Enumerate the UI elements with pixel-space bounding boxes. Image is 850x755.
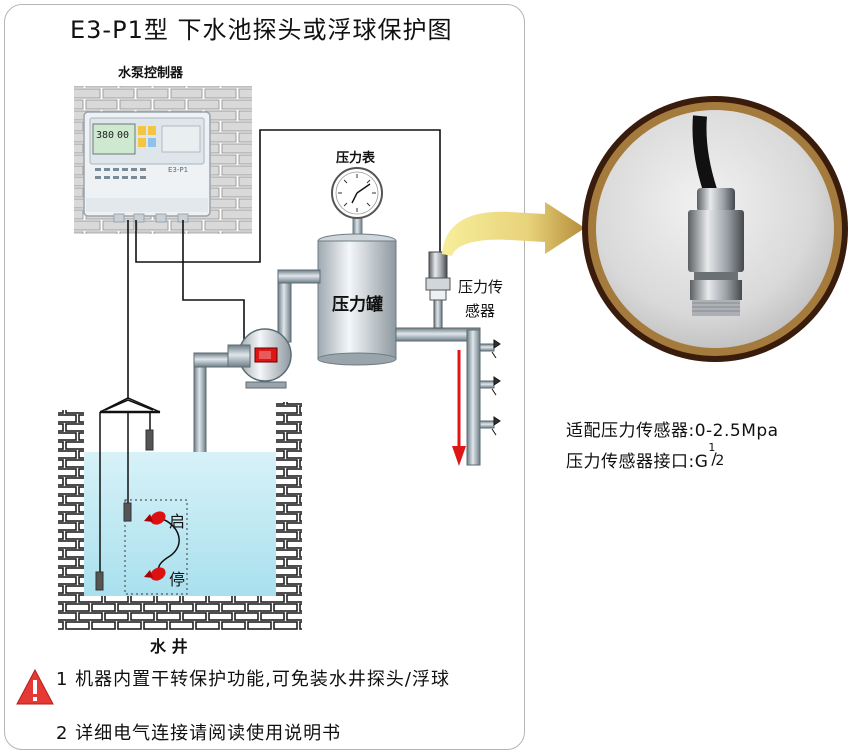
controller-label: 水泵控制器 [118,66,184,81]
note-item-2: 2 详细电气连接请阅读使用说明书 [56,723,342,744]
pressure-sensor-schematic [425,251,451,329]
well-walls [58,402,302,630]
fraction-denominator: 2 [715,453,725,469]
page-title: E3-P1型 下水池探头或浮球保护图 [70,16,453,44]
note-item-1: 1 机器内置干转保护功能,可免装水井探头/浮球 [56,669,450,690]
gauge-label: 压力表 [336,151,376,166]
well-water [84,452,276,596]
warning-icon [16,668,54,705]
well-probes [95,397,161,591]
water-pump [227,328,292,389]
well-label: 水 井 [150,637,188,656]
pressure-tank [317,233,397,366]
tap-valves [491,339,501,436]
spec-interface-prefix: 压力传感器接口:G [566,452,709,472]
float-start-label: 启 [169,512,186,531]
sensor-callout-arrow [442,202,585,256]
tank-label: 压力罐 [332,295,383,315]
sensor-label-line2: 感器 [465,302,496,320]
controller-display-value-2: 00 [117,130,129,141]
controller-model-label: E3-P1 [168,166,188,174]
float-stop-label: 停 [169,570,186,589]
sensor-label-line1: 压力传 [458,278,504,296]
pressure-gauge [331,167,383,238]
controller-display-value: 380 [96,130,114,141]
spec-sensor-range: 适配压力传感器:0-2.5Mpa [566,421,779,441]
pressure-sensor-photo [582,96,848,362]
fraction-numerator: 1 [708,441,716,454]
spec-interface-fraction: 1/2 [708,441,725,469]
pump-controller: 380 00 E3-P1 [83,111,211,223]
flow-direction-arrow [452,350,466,466]
control-wires [127,129,441,398]
float-switches [124,499,188,595]
